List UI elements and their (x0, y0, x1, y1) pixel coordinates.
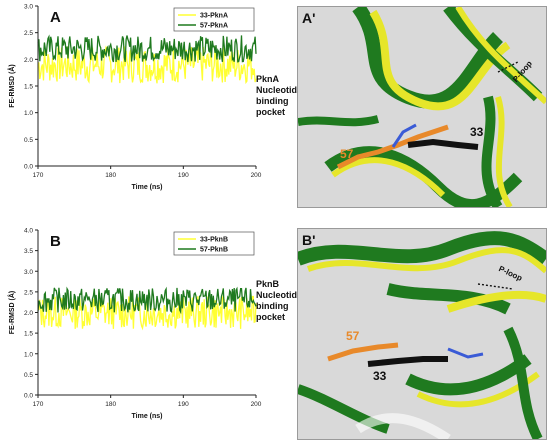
pkna-pocket-label: PknA Nucleotide binding pocket (256, 74, 316, 118)
series-line-33-PknA (37, 45, 257, 85)
x-tick-label: 200 (251, 401, 262, 408)
pkna-label-line: binding (256, 96, 289, 106)
y-tick-label: 0.5 (24, 137, 33, 144)
pknb-pocket-label: PknB Nucleotide binding pocket (256, 279, 316, 323)
x-tick-label: 180 (105, 172, 116, 179)
legend-label: 57-PknA (200, 23, 228, 30)
protein-ribbon-illustration-a (298, 7, 546, 207)
panel-letter: A (50, 9, 61, 26)
structure-panel-b-prime: B' P-loop 57 33 (297, 228, 547, 440)
y-tick-label: 0.5 (24, 372, 33, 379)
pkna-label-line: PknA (256, 74, 280, 84)
x-axis-label: Time (ns) (132, 413, 163, 420)
y-tick-label: 1.5 (24, 331, 33, 338)
legend-label: 57-PknB (200, 247, 228, 254)
y-tick-label: 1.0 (24, 351, 33, 358)
chart-b: B 0.0 0.5 1.0 1.5 2.0 2.5 3.0 3.5 4.0 170 180 190 200… (7, 228, 262, 421)
ligand-33-label-b: 33 (373, 369, 387, 383)
panel-letter-b-prime: B' (302, 232, 316, 248)
ligand-33-label-a: 33 (470, 125, 484, 139)
y-axis-label: FE-RMSD (Å) (7, 291, 16, 335)
x-axis-label: Time (ns) (132, 184, 163, 191)
y-tick-label: 3.0 (24, 4, 33, 11)
y-tick-label: 2.5 (24, 289, 33, 296)
pkna-label-line: pocket (256, 107, 286, 117)
y-tick-label: 1.0 (24, 110, 33, 117)
x-tick-label: 180 (105, 401, 116, 408)
y-tick-label: 2.0 (24, 310, 33, 317)
x-tick-label: 190 (178, 172, 189, 179)
y-tick-label: 2.5 (24, 30, 33, 37)
y-tick-label: 2.0 (24, 57, 33, 64)
pkna-label-line: Nucleotide (256, 85, 303, 95)
series-line-57-PknA (37, 34, 257, 63)
ligand-57-label-a: 57 (340, 147, 354, 161)
y-tick-label: 1.5 (24, 84, 33, 91)
pknb-label-line: pocket (256, 312, 286, 322)
x-tick-label: 170 (33, 401, 44, 408)
ligand-57-label-b: 57 (346, 329, 360, 343)
series-line-57-PknB (37, 286, 257, 315)
panel-letter-a-prime: A' (302, 10, 316, 26)
legend-label: 33-PknB (200, 237, 228, 244)
protein-ribbon-illustration-b (298, 229, 546, 439)
pknb-label-line: Nucleotide (256, 290, 303, 300)
y-tick-label: 0.0 (24, 393, 33, 400)
y-tick-label: 3.0 (24, 269, 33, 276)
pknb-label-line: binding (256, 301, 289, 311)
pknb-label-line: PknB (256, 279, 280, 289)
y-tick-label: 4.0 (24, 228, 33, 235)
panel-letter: B (50, 233, 61, 250)
legend-label: 33-PknA (200, 13, 228, 20)
y-axis-label: FE-RMSD (Å) (7, 64, 16, 108)
y-tick-label: 0.0 (24, 164, 33, 171)
x-tick-label: 170 (33, 172, 44, 179)
y-tick-label: 3.5 (24, 248, 33, 255)
x-tick-label: 190 (178, 401, 189, 408)
x-tick-label: 200 (251, 172, 262, 179)
structure-panel-a-prime: A' P-loop 57 33 (297, 6, 547, 208)
